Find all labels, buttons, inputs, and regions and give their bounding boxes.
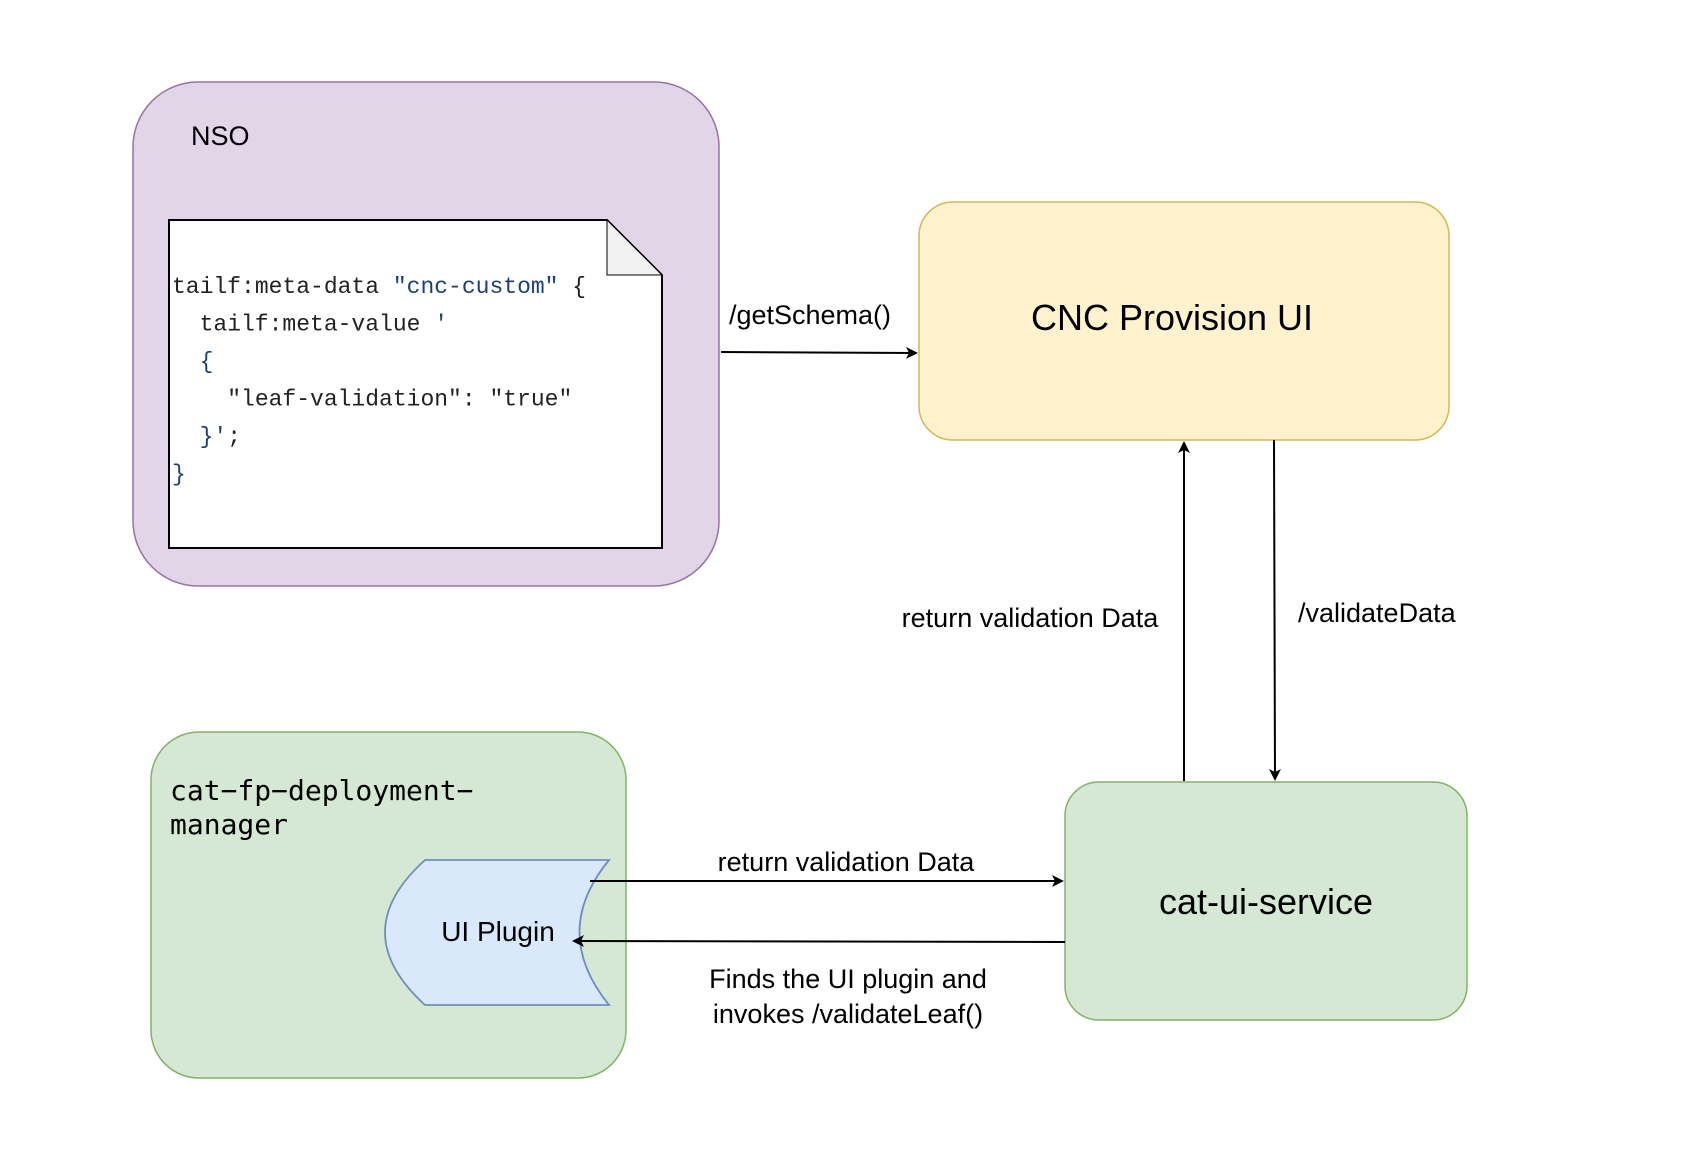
edge-validate-data-label: /validateData <box>1298 598 1457 628</box>
edge-invoke-validate-leaf-line <box>572 935 1066 948</box>
code-token: "cnc-custom" <box>393 274 559 300</box>
cnc-provision-ui-label: CNC Provision UI <box>1031 297 1313 338</box>
code-line: tailf:meta-value ' <box>172 312 448 338</box>
cat-ui-service-label: cat-ui-service <box>1159 881 1373 922</box>
edge-invoke-validate-leaf-label-line2: invokes /validateLeaf() <box>713 999 983 1029</box>
code-token: } <box>172 424 213 450</box>
cnc-provision-ui-node[interactable]: CNC Provision UI <box>918 201 1450 441</box>
edge-validate-data: /validateData <box>1268 439 1457 781</box>
edge-return-validation-to-cnc: return validation Data <box>902 441 1190 781</box>
nso-node[interactable]: NSO tailf:meta-data "cnc-custom" { tailf… <box>132 81 720 587</box>
nso-title: NSO <box>191 121 250 151</box>
code-token: { <box>558 274 586 300</box>
edge-get-schema-label: /getSchema() <box>729 300 891 330</box>
code-token: ' <box>434 312 448 338</box>
cat-ui-service-node[interactable]: cat-ui-service <box>1064 781 1468 1021</box>
edge-return-validation-to-service-label: return validation Data <box>718 847 976 877</box>
note-fold <box>606 218 664 276</box>
yang-code-block: tailf:meta-data "cnc-custom" { tailf:met… <box>172 274 586 488</box>
edge-validate-data-line <box>1268 439 1281 781</box>
ui-plugin-shape <box>384 859 611 1006</box>
code-line: } <box>172 462 186 488</box>
cat-fp-deployment-manager-node[interactable]: cat−fp−deployment− manager UI Plugin <box>150 731 627 1079</box>
code-token: } <box>172 462 186 488</box>
note-body <box>168 219 663 549</box>
code-token: tailf:meta-value <box>172 312 434 338</box>
ui-plugin-label: UI Plugin <box>441 916 555 947</box>
cat-fp-deployment-manager-label-line1: cat−fp−deployment− <box>170 774 473 807</box>
code-line: }'; <box>172 424 241 450</box>
code-token: tailf:meta-data <box>172 274 393 300</box>
edge-invoke-validate-leaf: Finds the UI plugin and invokes /validat… <box>572 935 1066 1029</box>
code-token: "leaf-validation": "true" <box>172 387 572 413</box>
cnc-provision-ui-box <box>918 201 1450 441</box>
ui-plugin-node[interactable]: UI Plugin <box>384 859 611 1006</box>
edge-return-validation-to-cnc-label: return validation Data <box>902 603 1160 633</box>
code-token: ' <box>213 424 227 450</box>
code-line: tailf:meta-data "cnc-custom" { <box>172 274 586 300</box>
code-token: { <box>172 349 213 375</box>
cat-fp-deployment-manager-label-line2: manager <box>170 808 288 841</box>
yang-code-note: tailf:meta-data "cnc-custom" { tailf:met… <box>168 218 664 549</box>
edge-get-schema-line <box>720 346 918 359</box>
edge-get-schema: /getSchema() <box>720 300 918 359</box>
code-token: ; <box>227 424 241 450</box>
edge-return-validation-to-service: return validation Data <box>590 847 1064 887</box>
edge-invoke-validate-leaf-label-line1: Finds the UI plugin and <box>709 964 987 994</box>
code-line: { <box>172 349 213 375</box>
code-line: "leaf-validation": "true" <box>172 387 572 413</box>
cat-ui-service-box <box>1064 781 1468 1021</box>
